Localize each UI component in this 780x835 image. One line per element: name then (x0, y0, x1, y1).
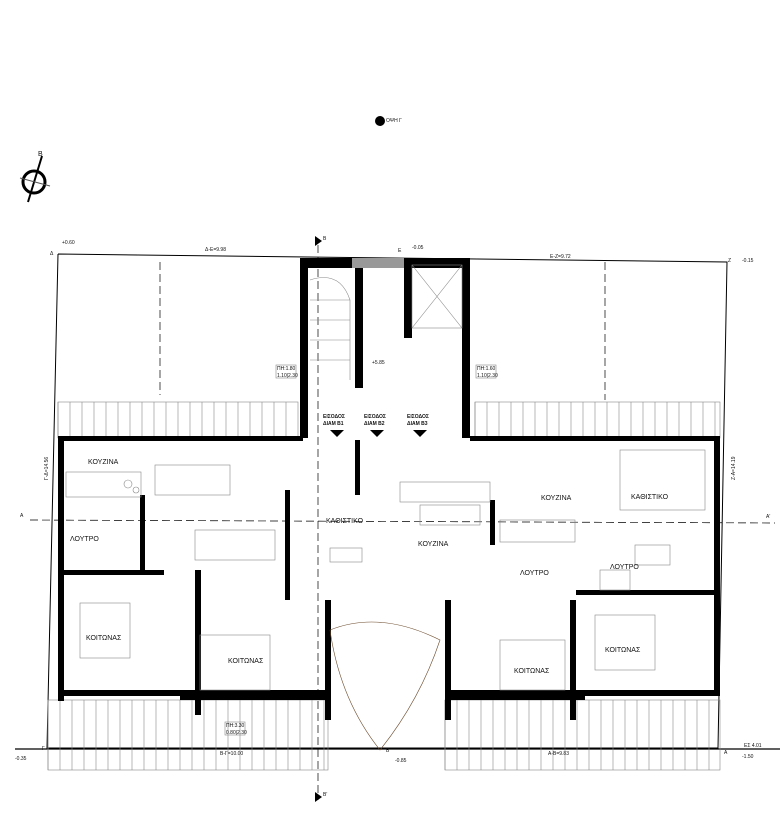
plan-label: Α (20, 513, 24, 519)
plan-label: 0.80|2.30 (226, 730, 247, 736)
plan-label: ΚΟΥΖΙΝΑ (541, 495, 572, 502)
section-marker-icon (315, 236, 322, 246)
plan-label: Β (323, 236, 327, 242)
plan-label: Ε (398, 248, 402, 254)
level-f: -1.50 (742, 754, 754, 760)
plan-label: ΚΟΥΖΙΝΑ (418, 541, 449, 548)
furniture (65, 449, 706, 751)
entrance-arrow-icon (370, 430, 384, 437)
plan-label: Γ (42, 746, 45, 752)
level-b: -0.05 (412, 245, 424, 251)
dim-left: Γ-Δ=14.56 (44, 457, 50, 480)
plan-label: ΕΙΣΟΔΟΣ (323, 414, 345, 420)
plan-label: ΠΗ:1.60 (477, 366, 496, 372)
plan-label: 1.10|2.30 (477, 373, 498, 379)
plot-boundary (46, 253, 728, 749)
dim-top-right: Ε-Ζ=9.72 (550, 254, 571, 260)
plan-label: ΕΙΣΟΔΟΣ (364, 414, 386, 420)
north-arrow-icon: Β (19, 151, 51, 203)
plan-label: ΚΟΥΖΙΝΑ (88, 459, 119, 466)
plan-label: ΚΟΙΤΩΝΑΣ (514, 668, 550, 675)
level-a: +0.60 (62, 240, 75, 246)
plan-label: ΔΙΑΜ Β1 (323, 421, 344, 427)
plan-label: ΚΟΙΤΩΝΑΣ (86, 635, 122, 642)
view-label: ΟΨΗ Γ (386, 118, 402, 124)
plan-label: Α' (766, 514, 770, 520)
dim-bottom-right: Α-Β=9.83 (548, 751, 569, 757)
entrance-arrow-icon (330, 430, 344, 437)
plan-label: ΛΟΥΤΡΟ (520, 570, 549, 577)
north-label: Β (38, 151, 43, 158)
plan-label: ΕΣ 4.01 (744, 743, 762, 749)
dim-bottom-left: Β-Γ=10.00 (220, 751, 243, 757)
plan-label: Β (386, 748, 390, 754)
level-c: -0.15 (742, 258, 754, 264)
plan-label: Ζ (728, 258, 731, 264)
level-e: -0.85 (395, 758, 407, 764)
level-d: -0.35 (15, 756, 27, 762)
plan-label: ΛΟΥΤΡΟ (610, 564, 639, 571)
balcony-top (47, 401, 721, 771)
plan-label: ΔΙΑΜ Β3 (407, 421, 428, 427)
plan-label: ΠΗ:1.80 (277, 366, 296, 372)
plan-label: Β' (323, 792, 327, 798)
plan-label: Α (724, 750, 728, 756)
section-marker-icon (315, 792, 322, 802)
level-stair: +5.85 (372, 360, 385, 366)
plan-label: ΚΑΘΙΣΤΙΚΟ (326, 518, 364, 525)
plan-label: ΔΙΑΜ Β2 (364, 421, 385, 427)
dim-top-left: Δ-Ε=9.98 (205, 247, 226, 253)
plan-label: ΚΟΙΤΩΝΑΣ (228, 658, 264, 665)
plan-label: ΚΑΘΙΣΤΙΚΟ (631, 494, 669, 501)
view-marker-icon (375, 116, 385, 126)
plan-label: Δ (50, 251, 54, 257)
plan-label: 1.10|2.30 (277, 373, 298, 379)
plan-label: ΚΟΙΤΩΝΑΣ (605, 647, 641, 654)
plan-label: ΛΟΥΤΡΟ (70, 536, 99, 543)
plan-label: ΕΙΣΟΔΟΣ (407, 414, 429, 420)
dim-right: Ζ-Α=14.19 (731, 456, 737, 480)
plan-label: ΠΗ:3.30 (226, 723, 245, 729)
entrance-arrow-icon (413, 430, 427, 437)
